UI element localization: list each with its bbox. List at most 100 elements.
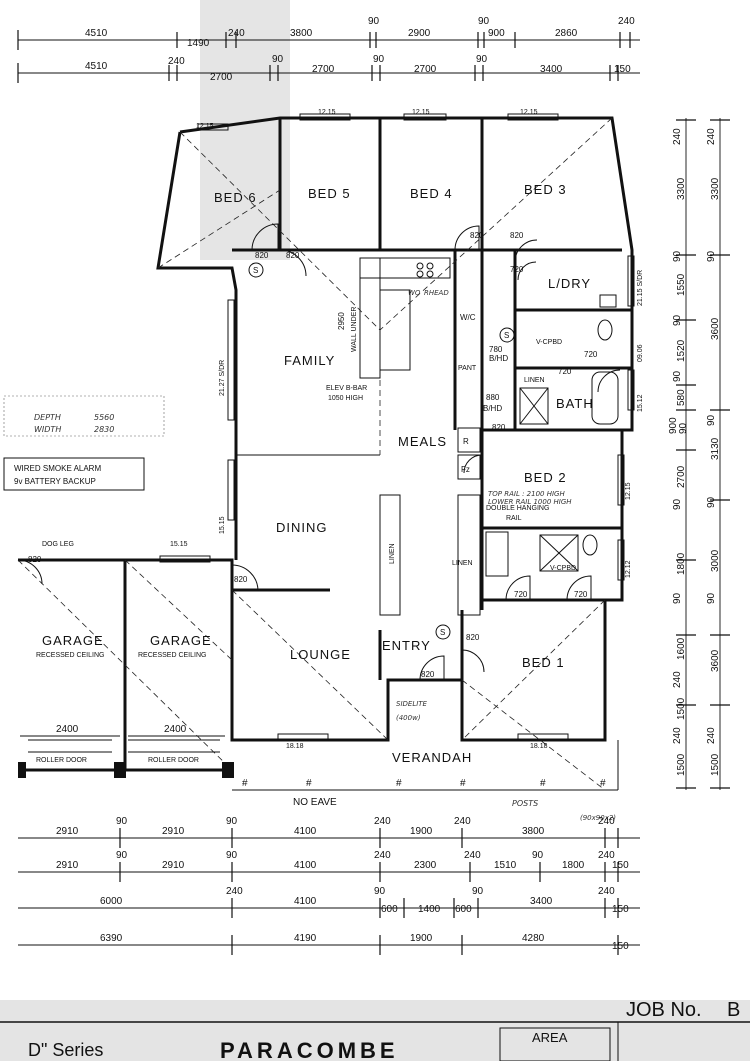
svg-text:#: #	[600, 778, 606, 789]
room-entry: ENTRY	[382, 638, 431, 653]
room-bath: BATH	[556, 396, 594, 411]
plan-label-dims-bottom_row2-3: 90	[226, 850, 238, 861]
label-fridge: R	[463, 437, 469, 446]
plan-label-labels-hw_depth: DEPTH	[34, 413, 61, 422]
dim-top2-90b: 90	[373, 54, 385, 65]
plan-label-dims-bottom_row2-11: 240	[598, 850, 615, 861]
plan-label-dims-window_12_15_bed2: 12.15	[625, 482, 632, 500]
plan-label-dims-bottom_row2-4: 4100	[294, 860, 317, 871]
plan-label-dims-bottom_row3-2: 4100	[294, 896, 317, 907]
plan-label-dims-window_18_18_a: 18.18	[286, 743, 304, 750]
plan-label-dims-bottom_row4-0: 6390	[100, 933, 123, 944]
series-label: D" Series	[28, 1040, 103, 1060]
plan-label-dims-window_12_15_c: 12.15	[412, 109, 430, 116]
job-number-label: JOB No.	[626, 999, 702, 1021]
scan-bottom-shadow	[0, 1000, 750, 1061]
plan-label-dims-bottom_row4-4: 150	[612, 941, 629, 952]
room-bed5: BED 5	[308, 186, 351, 201]
plan-label-dims-bottom_row3-8: 3400	[530, 896, 553, 907]
dim-top2-2700a: 2700	[210, 72, 233, 83]
dim-right-1500a: 1500	[676, 697, 687, 720]
garage-width-a: 2400	[56, 724, 79, 735]
dim-right-240b: 240	[672, 671, 683, 688]
garage-a-ceiling: RECESSED CEILING	[36, 652, 104, 659]
dim-right2-3000: 3000	[710, 549, 721, 572]
plan-label-dims-bottom_row2-0: 2910	[56, 860, 79, 871]
smoke-alarm-s-2: S	[440, 628, 445, 637]
verandah-posts: ### ###	[242, 778, 606, 789]
building-walls	[18, 116, 634, 791]
dim-right-90a: 90	[672, 250, 683, 262]
plan-label-labels-hw_wo: WO	[408, 289, 421, 297]
dim-right2-90b: 90	[706, 414, 717, 426]
room-garage-b: GARAGE	[150, 633, 212, 648]
plan-label-dims-bottom_row2-8: 1510	[494, 860, 517, 871]
bathroom-fixtures	[457, 294, 619, 577]
door-820-bed4: 820	[470, 231, 484, 240]
window-codes: 12.15 12.15 12.15 12.15 21.15 S/DR 09.06…	[170, 109, 644, 750]
plan-label-dims-bottom_row3-9: 240	[598, 886, 615, 897]
top-dimensions: 4510 1490 240 3800 90 2900 90 900 2860 2…	[17, 16, 640, 83]
plan-label-dims-window_12_15_a: 12.15	[196, 123, 214, 130]
plan-label-dims-window_18_18_b: 18.18	[530, 743, 548, 750]
dim-right-90b: 90	[672, 314, 683, 326]
door-880: 880	[486, 393, 500, 402]
room-bed3: BED 3	[524, 182, 567, 197]
smoke-note-line1: WIRED SMOKE ALARM	[14, 464, 101, 473]
label-bar-high: 1050 HIGH	[328, 395, 363, 402]
plan-label-dims-bottom_row1-0: 2910	[56, 826, 79, 837]
plan-label-dims-bottom_row1-5: 240	[374, 816, 391, 827]
dim-top-2900: 2900	[408, 28, 431, 39]
svg-text:#: #	[306, 778, 312, 789]
label-no-eave: NO EAVE	[293, 797, 337, 808]
kitchen-bench	[359, 257, 451, 379]
label-roller-door-a: ROLLER DOOR	[36, 757, 87, 764]
svg-text:#: #	[460, 778, 466, 789]
plan-label-labels-hw_rhead: RHEAD	[424, 289, 449, 297]
door-820-lounge: 820	[234, 575, 248, 584]
smoke-alarms: S S S	[248, 262, 515, 640]
label-dog-leg: DOG LEG	[42, 541, 74, 548]
dim-right2-3130: 3130	[710, 437, 721, 460]
plan-label-dims-bottom_row2-5: 240	[374, 850, 391, 861]
svg-text:#: #	[396, 778, 402, 789]
label-rail: RAIL	[506, 515, 522, 522]
dim-right-90f: 90	[672, 592, 683, 604]
room-lounge: LOUNGE	[290, 647, 351, 662]
plan-label-dims-bottom_row1-4: 4100	[294, 826, 317, 837]
label-elev-bar: ELEV B-BAR	[326, 385, 367, 392]
plan-label-dims-bottom_row1-3: 90	[226, 816, 238, 827]
label-wc: W/C	[460, 313, 476, 322]
dim-top-2860: 2860	[555, 28, 578, 39]
dim-right-1500b: 1500	[676, 753, 687, 776]
plan-label-dims-bottom_row1-6: 1900	[410, 826, 433, 837]
dim-top2-90a: 90	[272, 54, 284, 65]
plan-label-dims-bottom_row2-2: 2910	[162, 860, 185, 871]
door-820-bed1: 820	[466, 633, 480, 642]
label-wall-under: WALL UNDER	[351, 307, 358, 352]
room-bed4: BED 4	[410, 186, 453, 201]
door-820-bed5: 820	[286, 251, 300, 260]
job-number-value: B	[727, 999, 740, 1021]
room-bed6: BED 6	[214, 190, 257, 205]
dim-top2-240: 240	[168, 56, 185, 67]
annotations: 820 820 820 820 720 720 720 780 B/HD 880…	[20, 231, 598, 808]
door-720-ens-a: 720	[514, 590, 528, 599]
plan-label-dims-bottom_row1-7: 240	[454, 816, 471, 827]
smoke-alarm-s-1: S	[253, 266, 258, 275]
dim-top-90b: 90	[478, 16, 490, 27]
door-720-wc: 720	[584, 350, 598, 359]
door-bhd-a: B/HD	[489, 354, 508, 363]
room-laundry: L/DRY	[548, 276, 591, 291]
plan-label-dims-bottom_row2-1: 90	[116, 850, 128, 861]
door-820-entry: 820	[421, 670, 435, 679]
plan-label-dims-bottom_row4-2: 1900	[410, 933, 433, 944]
label-freezer: Fz	[461, 465, 470, 474]
plan-label-dims-bottom_row3-10: 150	[612, 904, 629, 915]
dim-top-1490: 1490	[187, 38, 210, 49]
door-720-ens-b: 720	[574, 590, 588, 599]
plan-label-dims-bottom_row2-6: 2300	[414, 860, 437, 871]
handwritten-notes: DEPTH 5560 WIDTH 2830 TOP RAIL : 2100 HI…	[3, 289, 616, 822]
dim-right-900: 900	[668, 417, 679, 434]
plan-label-dims-bottom_row2-12: 150	[612, 860, 629, 871]
